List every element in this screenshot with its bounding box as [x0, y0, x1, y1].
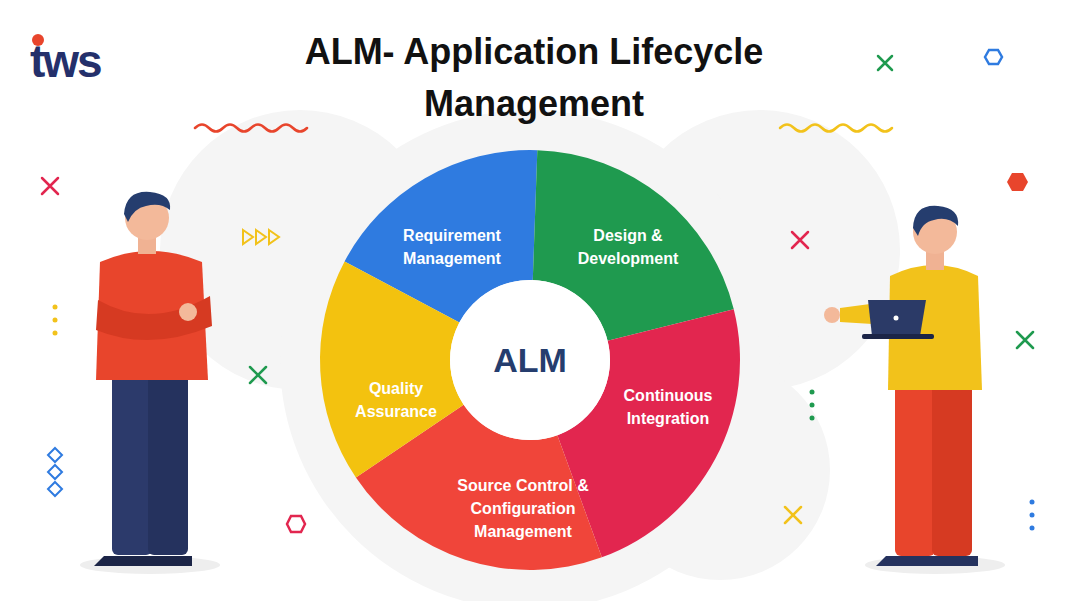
center-label: ALM — [455, 340, 605, 380]
diagram-title: ALM- Application Lifecycle Management — [234, 26, 834, 130]
person-right — [824, 206, 982, 566]
shadow — [80, 556, 220, 574]
segment-shape — [320, 261, 464, 477]
center-circle-shape — [450, 280, 610, 440]
segment-label: Requirement Management — [382, 224, 522, 270]
logo-text: tws — [30, 36, 101, 86]
shadow — [865, 556, 1005, 574]
segment-label: Continuous Integration — [603, 384, 733, 430]
segment-label: Quality Assurance — [341, 377, 451, 423]
person-left — [94, 192, 212, 566]
segment-label: Design & Development — [558, 224, 698, 270]
segment-label: Source Control & Configuration Managemen… — [443, 474, 603, 543]
background-gear — [160, 110, 900, 601]
hexagon — [1007, 173, 1028, 191]
